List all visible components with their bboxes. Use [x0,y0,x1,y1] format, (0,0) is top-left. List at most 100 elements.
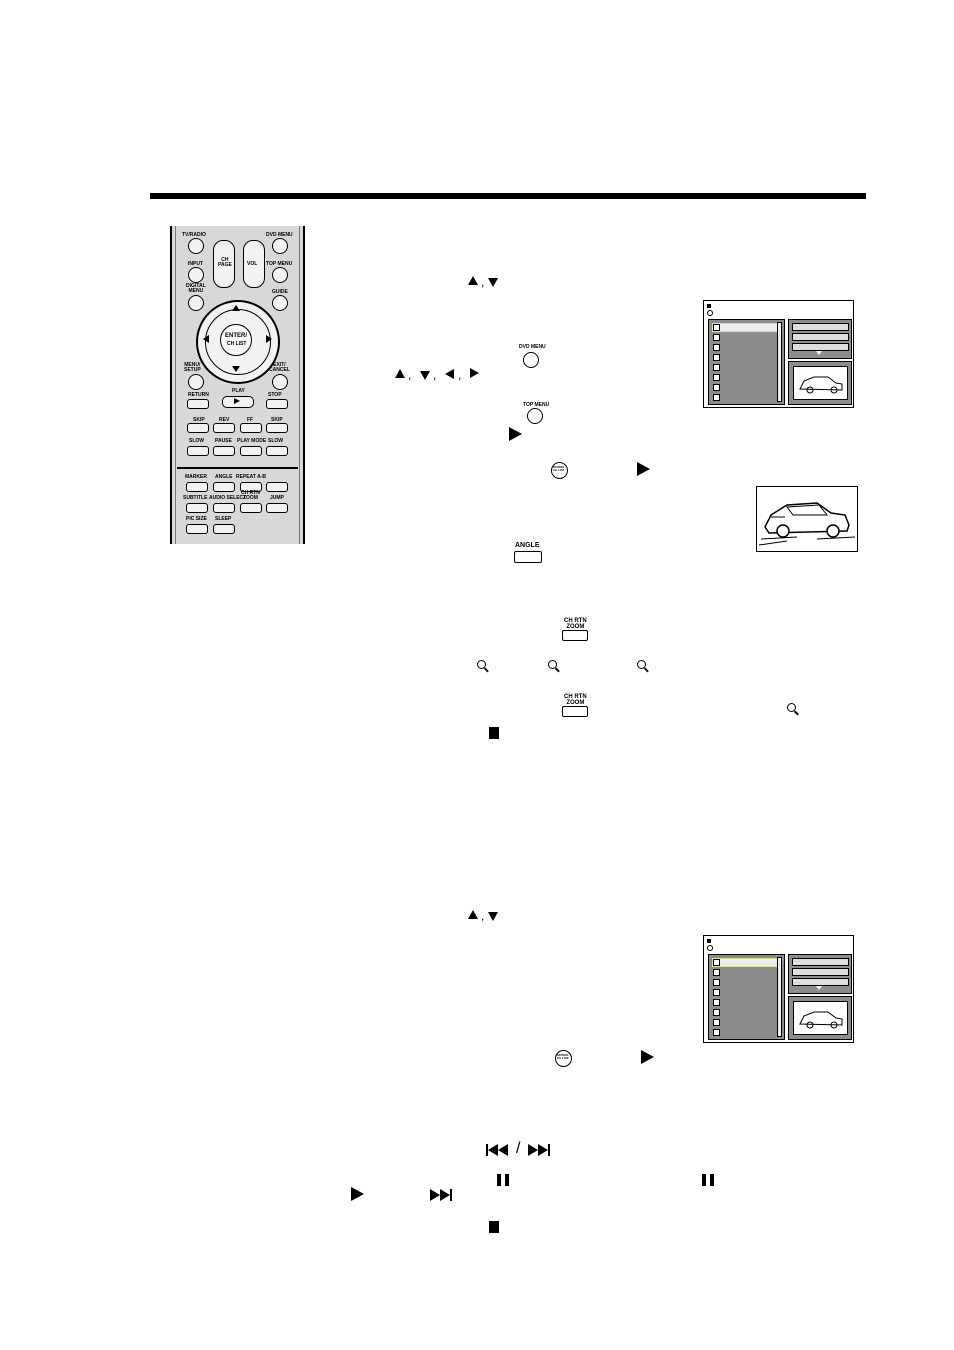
separator-comma: , [433,368,437,382]
ff-label: FF [247,417,254,423]
angle-caption: ANGLE [515,542,540,549]
dvd-menu-label: DVD MENU [266,232,293,238]
enter-button-icon [551,462,568,479]
sleep-button [213,524,235,534]
input-button [188,267,204,283]
ch-rtn-zoom-caption: CH RTN ZOOM [564,694,587,706]
remote-control-illustration: TV/RADIO CH PAGE VOL DVD MENU INPUT TOP … [170,226,305,544]
enter-button [220,324,252,356]
vol-label: VOL [247,261,258,267]
stop-icon [489,1221,499,1233]
exit-cancel-label: EXIT/ CANCEL [269,362,290,373]
tv-dvd-button [266,482,288,492]
play-label: PLAY [232,388,245,394]
pic-size-label: PIC SIZE [186,516,207,522]
dvd-menu-button [272,238,288,254]
zoom-icon [637,660,646,669]
rev-label: REV [219,417,230,423]
down-triangle-icon [420,371,430,380]
dvd-menu-button-icon [523,352,539,368]
return-button [187,399,209,409]
separator-comma: , [408,368,412,382]
play-mode-button [240,446,262,456]
ch-list-label: CH LIST [227,341,247,347]
menu-setup-label: MENU/ SETUP [184,362,201,373]
repeat-ab-label: REPEAT A-B [236,474,266,480]
top-menu-button [272,267,288,283]
audio-select-button [213,503,235,513]
left-arrow-icon [203,335,209,343]
play-icon [234,398,240,404]
down-arrow-icon [232,366,240,372]
rev-button [213,423,235,433]
ch-rtn-zoom-label: CH RTN ZOOM [241,490,260,501]
down-triangle-icon [488,278,498,287]
ch-rtn-zoom-button-icon [562,706,588,717]
tv-radio-label: TV/RADIO [182,232,206,238]
angle-button [213,482,235,492]
jump-button [266,503,288,513]
subtitle-label: SUBTITLE [183,495,208,501]
vol-rocker [243,240,265,288]
exit-cancel-button [272,374,288,390]
play-mode-label: PLAY MODE [237,438,267,444]
skip-forward-icon [430,1189,452,1201]
subtitle-button [186,503,208,513]
slow-right-label: SLOW [268,438,283,444]
section-rule [150,193,866,199]
up-triangle-icon [468,276,478,285]
car-thumbnail-icon [793,366,848,400]
dvd-menu-caption: DVD MENU [519,344,546,350]
stop-button [266,399,288,409]
repeat-ab-button [240,482,262,492]
zoom-icon [787,703,796,712]
ch-rtn-zoom-caption: CH RTN ZOOM [564,618,587,630]
stop-label: STOP [268,392,282,398]
guide-label: GUIDE [272,289,288,295]
dvd-menu-screen [703,935,854,1043]
jump-label: JUMP [270,495,284,501]
input-label: INPUT [188,261,203,267]
guide-button [272,295,288,311]
ff-button [240,423,262,433]
up-triangle-icon [468,910,478,919]
digital-menu-label: DIGITAL MENU [186,283,206,294]
play-icon [641,1050,654,1064]
slow-left-button [187,446,209,456]
skip-forward-icon [528,1144,550,1156]
enter-caption: ENTER/ CH LIST [557,1053,569,1060]
enter-caption: ENTER/ CH LIST [553,465,565,472]
play-icon [351,1187,364,1201]
right-arrow-icon [266,335,272,343]
enter-button-icon [555,1050,572,1067]
skip-prev-button [187,423,209,433]
pause-icon [710,1174,714,1186]
separator-comma: , [481,909,485,923]
pause-label: PAUSE [215,438,232,444]
enter-label: ENTER/ [225,333,248,339]
skip-next-label: SKIP [271,417,283,423]
top-menu-caption: TOP MENU [523,402,550,408]
marker-button [186,482,208,492]
digital-menu-button [188,295,204,311]
angle-button-icon [514,551,542,563]
pause-icon [702,1174,706,1186]
pause-icon [497,1174,501,1186]
play-icon [637,462,650,476]
pause-button [213,446,235,456]
tv-radio-button [188,238,204,254]
skip-prev-label: SKIP [193,417,205,423]
menu-setup-button [188,374,204,390]
zoom-icon [477,660,486,669]
ch-page-label: CH PAGE [218,257,232,268]
skip-separator: / [516,1140,521,1157]
up-arrow-icon [232,305,240,311]
skip-back-icon [486,1144,508,1156]
angle-label: ANGLE [215,474,233,480]
top-menu-label: TOP MENU [266,261,293,267]
car-thumbnail-icon [793,1001,848,1035]
marker-label: MARKER [185,474,207,480]
ch-rtn-zoom-button-icon [562,630,588,641]
audio-select-label: AUDIO SELECT [209,495,247,501]
pic-size-button [186,524,208,534]
